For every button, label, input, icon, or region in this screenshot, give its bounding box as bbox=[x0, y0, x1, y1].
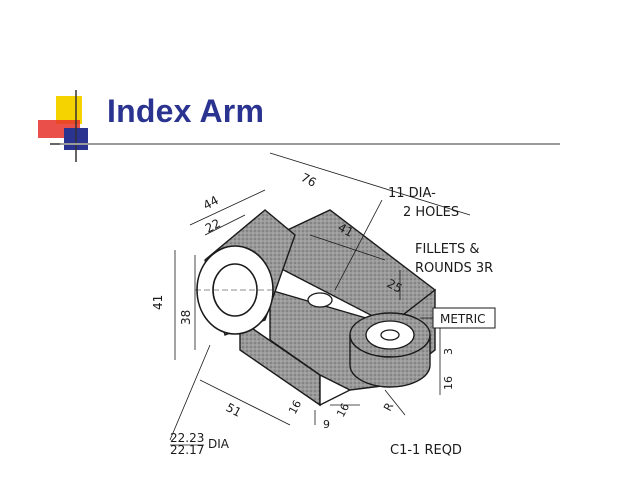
dim-base-length: 51 bbox=[224, 400, 244, 420]
dim-boss-inner: 38 bbox=[179, 310, 193, 325]
note-holes-count: 2 HOLES bbox=[403, 205, 459, 220]
deco-yellow-square bbox=[56, 96, 82, 124]
index-arm-drawing: 76 44 22 41 25 41 38 51 16 9 16 R 16 3 1… bbox=[151, 152, 496, 458]
slide-title: Index Arm bbox=[107, 93, 265, 129]
end-boss-side bbox=[349, 334, 431, 388]
note-units: METRIC bbox=[440, 312, 486, 326]
note-holes: 11 DIA- bbox=[388, 186, 436, 201]
part-body bbox=[204, 209, 437, 407]
dim-overall-length: 76 bbox=[299, 170, 319, 190]
note-bore-lower: 22.17 bbox=[170, 443, 204, 457]
dim-boss-depth: 44 bbox=[201, 193, 221, 213]
dim-arm-thick: 16 bbox=[442, 376, 455, 390]
title-decoration bbox=[38, 90, 106, 162]
note-rounds: ROUNDS 3R bbox=[415, 261, 493, 276]
hole-middle bbox=[307, 292, 333, 308]
dim-slot-depth: 16 bbox=[286, 398, 304, 416]
dimension-lines bbox=[169, 152, 471, 441]
note-quantity: C1-1 REQD bbox=[390, 443, 462, 458]
metric-box bbox=[432, 307, 496, 329]
dim-hole-spacing: 41 bbox=[336, 220, 356, 240]
title-divider bbox=[60, 143, 560, 145]
note-bore-upper: 22.23 bbox=[170, 431, 204, 445]
dim-end-radius: R bbox=[381, 400, 396, 413]
dim-half-depth: 22 bbox=[203, 216, 223, 236]
dim-slot-offset: 9 bbox=[323, 418, 330, 431]
dim-arm-height: 3 bbox=[442, 348, 455, 355]
note-bore-unit: DIA bbox=[208, 437, 230, 451]
dim-slot-width: 16 bbox=[334, 401, 352, 419]
dim-boss-height: 41 bbox=[151, 295, 165, 310]
dim-arm-width: 25 bbox=[385, 276, 405, 296]
hole-end-inner bbox=[380, 329, 400, 341]
note-fillets: FILLETS & bbox=[415, 242, 479, 257]
